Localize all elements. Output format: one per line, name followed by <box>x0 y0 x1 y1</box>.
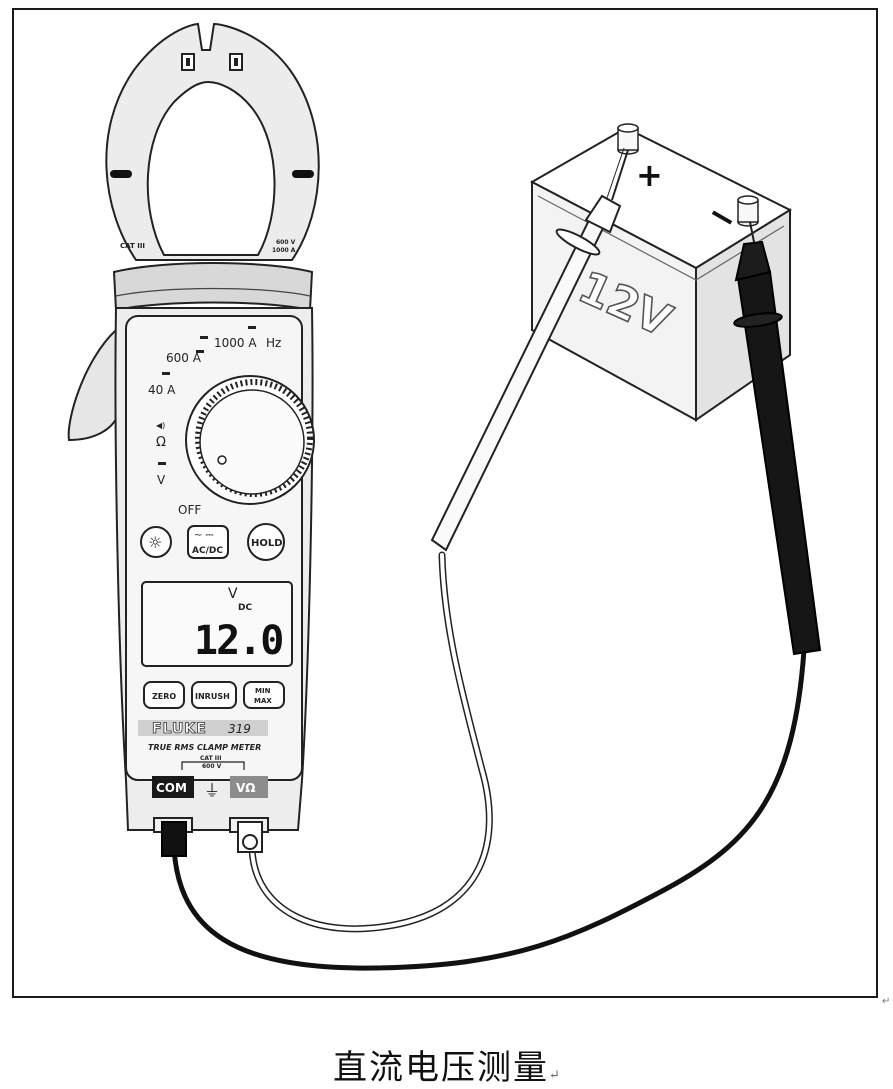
terminal-cat-top: CAT III <box>200 755 221 762</box>
sun-icon: ☼ <box>148 533 162 552</box>
beeper-icon: ◀) <box>156 421 165 430</box>
minmax-button[interactable]: MIN MAX <box>243 681 285 709</box>
zero-label: ZERO <box>152 692 176 701</box>
negative-terminal <box>737 195 759 227</box>
display-reading: 12.0 <box>194 618 282 664</box>
display-mode: DC <box>238 603 252 613</box>
minmax-label-bottom: MAX <box>254 697 272 705</box>
inrush-button[interactable]: INRUSH <box>191 681 237 709</box>
dial-label-40a: 40 A <box>148 383 176 397</box>
com-terminal-label-box: COM <box>152 776 194 798</box>
dial-label-volt: V <box>157 473 166 487</box>
meter-subtitle: TRUE RMS CLAMP METER <box>148 743 261 752</box>
model-number: 319 <box>228 722 251 736</box>
lcd-display: V DC 12.0 <box>141 581 293 667</box>
dial-label-ohm: Ω <box>156 435 166 450</box>
edge-return-mark: ↵ <box>882 996 891 1007</box>
figure-caption: 直流电压测量↵ <box>0 1040 893 1089</box>
zero-button[interactable]: ZERO <box>143 681 185 709</box>
backlight-button[interactable]: ☼ <box>140 526 172 558</box>
vohm-terminal-label-box: VΩ <box>230 776 268 798</box>
acdc-button[interactable]: ∼ ⎓ AC/DC <box>187 525 229 559</box>
caption-text: 直流电压测量 <box>333 1048 550 1088</box>
inrush-label: INRUSH <box>195 692 230 701</box>
dial-label-hz: Hz <box>266 336 281 350</box>
dial-label-600a: 600 A <box>166 351 202 365</box>
acdc-symbol: ∼ ⎓ <box>194 530 214 541</box>
clamp-meter: CAT III 600 V 1000 A 1000 A Hz 600 A 40 … <box>67 22 320 857</box>
caption-return-mark: ↵ <box>549 1068 560 1083</box>
positive-terminal <box>617 123 639 155</box>
vohm-jack-plug[interactable] <box>237 821 263 853</box>
brand-logo: FLUKE <box>152 721 207 737</box>
acdc-label: AC/DC <box>192 546 223 556</box>
black-probe <box>733 221 822 656</box>
jaw-rating-bottom: 1000 A <box>272 247 296 254</box>
jaw-rating-top: 600 V <box>276 239 296 246</box>
dc-voltage-measurement-diagram: 12V + − <box>67 22 822 971</box>
hold-label: HOLD <box>251 538 283 549</box>
com-jack-plug[interactable] <box>161 821 187 857</box>
red-probe <box>430 147 629 552</box>
vohm-label: VΩ <box>236 781 256 795</box>
positive-symbol: + <box>636 156 663 194</box>
hold-button[interactable]: HOLD <box>247 523 285 561</box>
display-unit: V <box>228 586 238 602</box>
black-lead-wire <box>171 647 807 971</box>
terminal-cat-bottom: 600 V <box>202 763 222 770</box>
minmax-label-top: MIN <box>255 687 271 695</box>
dial-label-1000a: 1000 A <box>214 336 257 350</box>
com-label: COM <box>156 781 187 795</box>
dial-label-off: OFF <box>178 503 201 517</box>
ground-icon: ⏚ <box>204 781 220 800</box>
figure-frame: 12V + − <box>12 8 878 998</box>
rotary-dial[interactable] <box>185 375 315 505</box>
jaw-cat-label: CAT III <box>120 242 145 250</box>
